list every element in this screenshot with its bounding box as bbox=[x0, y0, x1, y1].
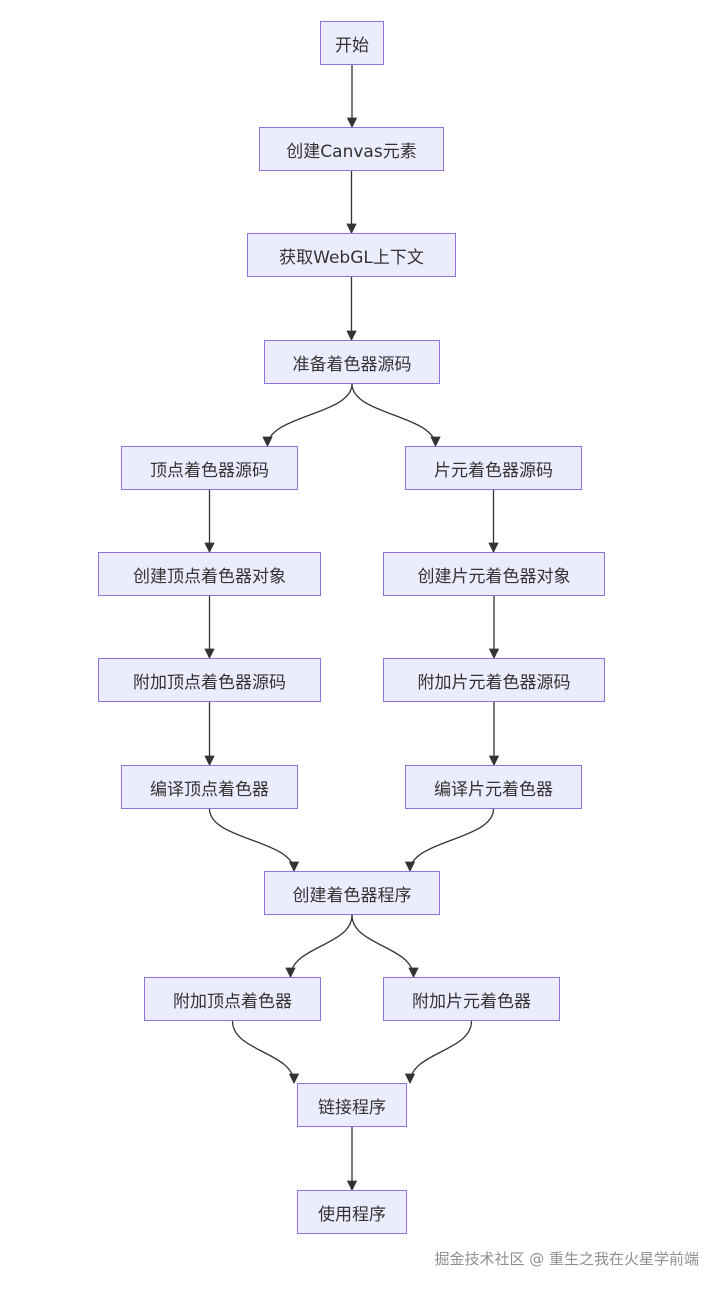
node-attach-vertex-shader-source: 附加顶点着色器源码 bbox=[98, 658, 321, 702]
edge-attach_fs-to-link_program bbox=[404, 1020, 473, 1085]
node-compile-fragment-shader: 编译片元着色器 bbox=[405, 765, 582, 809]
node-attach-fragment-shader-source: 附加片元着色器源码 bbox=[383, 658, 605, 702]
node-prepare-shader-source: 准备着色器源码 bbox=[264, 340, 440, 384]
node-attach-vertex-shader: 附加顶点着色器 bbox=[144, 977, 321, 1021]
node-vertex-shader-source: 顶点着色器源码 bbox=[121, 446, 298, 490]
edge-create_program-to-attach_fs bbox=[351, 914, 419, 979]
edge-vs_compile-to-create_program bbox=[208, 808, 300, 873]
watermark: 掘金技术社区 @ 重生之我在火星学前端 bbox=[434, 1250, 699, 1268]
node-create-shader-program: 创建着色器程序 bbox=[264, 871, 440, 915]
node-link-program: 链接程序 bbox=[297, 1083, 407, 1127]
edge-prepare_source-to-fs_source bbox=[351, 383, 441, 448]
node-create-vertex-shader-object: 创建顶点着色器对象 bbox=[98, 552, 321, 596]
node-get-webgl-context: 获取WebGL上下文 bbox=[247, 233, 456, 277]
node-attach-fragment-shader: 附加片元着色器 bbox=[383, 977, 560, 1021]
node-fragment-shader-source: 片元着色器源码 bbox=[405, 446, 582, 490]
edge-attach_vs-to-link_program bbox=[231, 1020, 300, 1085]
node-compile-vertex-shader: 编译顶点着色器 bbox=[121, 765, 298, 809]
node-create-canvas: 创建Canvas元素 bbox=[259, 127, 444, 171]
edge-create_program-to-attach_vs bbox=[285, 914, 353, 979]
node-use-program: 使用程序 bbox=[297, 1190, 407, 1234]
edge-prepare_source-to-vs_source bbox=[262, 383, 353, 448]
edge-fs_compile-to-create_program bbox=[404, 808, 495, 873]
node-start: 开始 bbox=[320, 21, 384, 65]
node-create-fragment-shader-object: 创建片元着色器对象 bbox=[383, 552, 605, 596]
